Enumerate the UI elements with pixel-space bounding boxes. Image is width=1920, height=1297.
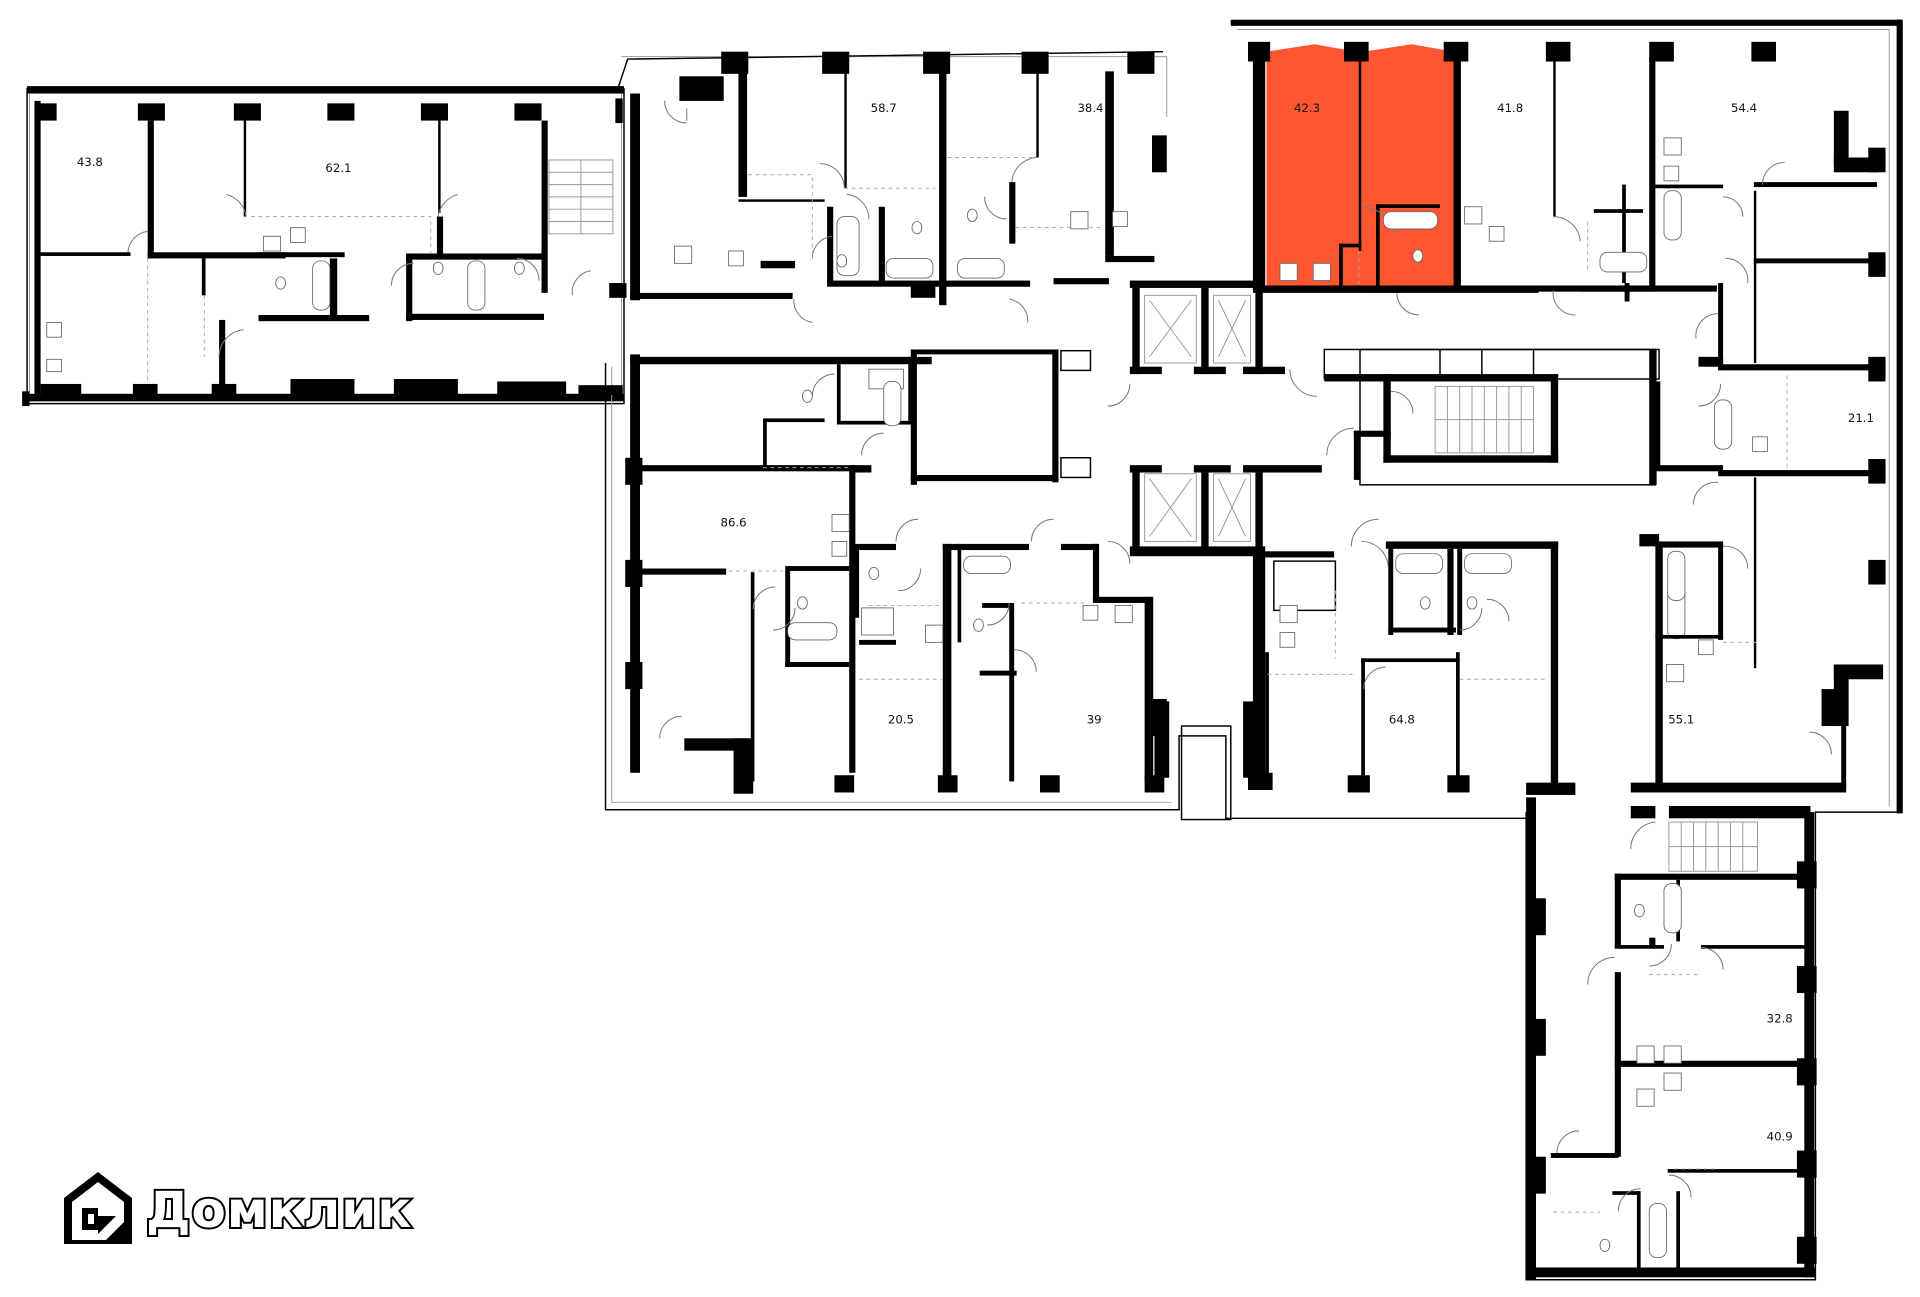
apartment-86-6[interactable]	[640, 364, 849, 770]
apartment-40-9[interactable]	[1621, 1067, 1806, 1172]
apartment-20-5[interactable]	[855, 548, 944, 776]
apartment-32-8[interactable]	[1621, 948, 1806, 1061]
apartment-41-8[interactable]	[1461, 59, 1649, 288]
center-left-walls	[625, 349, 1258, 821]
domclick-logo: Домклик	[58, 1168, 413, 1252]
logo-text: Домклик	[144, 1179, 413, 1241]
area-label: 55.1	[1668, 712, 1694, 726]
house-logo-icon	[58, 1168, 138, 1252]
area-label: 58.7	[871, 101, 897, 115]
area-label: 32.8	[1767, 1011, 1793, 1025]
center-right-walls	[1248, 540, 1576, 795]
area-label-selected: 42.3	[1294, 101, 1320, 115]
apartment-43-8[interactable]	[41, 121, 244, 379]
apartment-64-8[interactable]	[1265, 549, 1551, 783]
top-center-walls	[630, 51, 1167, 323]
area-label: 38.4	[1077, 101, 1103, 115]
area-label: 39	[1087, 712, 1102, 726]
apartment-58-7[interactable]	[745, 71, 942, 286]
bottom-wing-walls	[1526, 797, 1817, 1280]
apartment-54-4[interactable]	[1655, 59, 1840, 244]
apartment-39[interactable]	[1014, 603, 1147, 775]
apartment-38-4[interactable]	[948, 71, 1108, 256]
area-label: 54.4	[1731, 101, 1757, 115]
apartment-hit-areas[interactable]	[41, 52, 1871, 1172]
apartment-62-1[interactable]	[244, 121, 542, 318]
area-label: 86.6	[721, 515, 747, 529]
area-label: 41.8	[1497, 101, 1523, 115]
apartment-55-1[interactable]	[1663, 548, 1841, 782]
area-labels: 43.8 62.1 58.7 38.4 42.3 41.8 54.4 21.1 …	[77, 101, 1874, 1144]
area-label: 21.1	[1848, 411, 1874, 425]
apartment-42-3[interactable]	[1266, 52, 1453, 288]
left-wing-walls	[34, 98, 627, 397]
area-label: 43.8	[77, 155, 103, 169]
area-label: 40.9	[1767, 1130, 1793, 1144]
right-block-walls	[1630, 534, 1847, 793]
area-label: 62.1	[325, 161, 351, 175]
building-core	[1060, 280, 1660, 564]
area-label: 64.8	[1389, 712, 1415, 726]
area-label: 20.5	[888, 712, 914, 726]
